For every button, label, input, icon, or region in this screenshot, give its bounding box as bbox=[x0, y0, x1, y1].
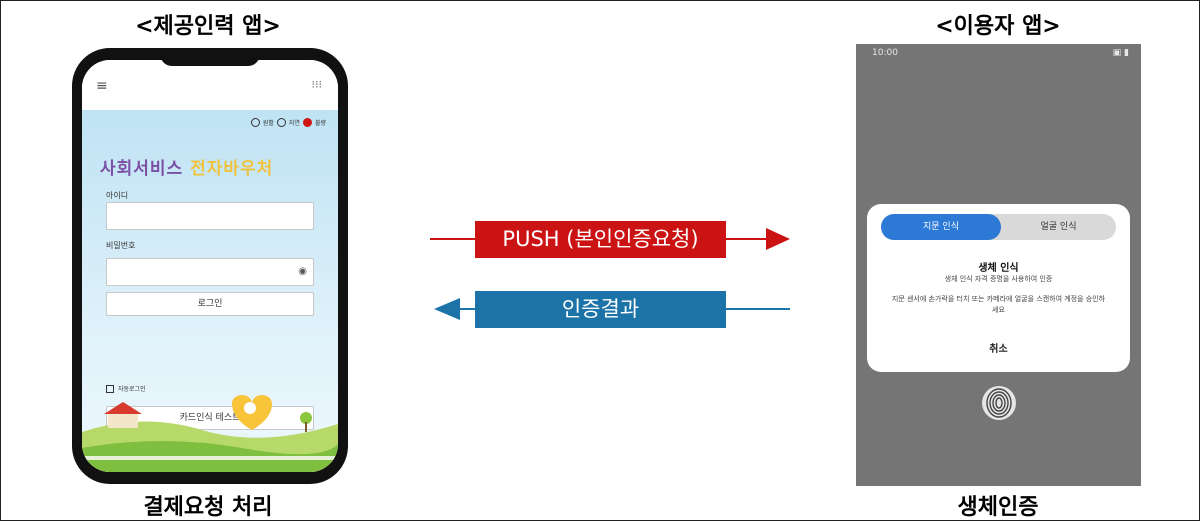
auth-method-tabs: 지문 인식 얼굴 인식 bbox=[881, 214, 1116, 240]
provider-screen: ≡ ⁝⁝⁝ 원활 지연 불량 사회서비스 전자바우처 아이디 비밀번호 ◉ 로그… bbox=[82, 60, 338, 472]
phone-notch bbox=[160, 50, 260, 66]
cancel-button[interactable]: 취소 bbox=[989, 344, 1008, 355]
user-app-caption: <이용자 앱> bbox=[935, 14, 1061, 39]
app-header: ≡ ⁝⁝⁝ bbox=[82, 60, 338, 110]
status-label-bad: 불량 bbox=[314, 120, 326, 127]
push-arrowhead bbox=[766, 228, 790, 250]
app-title-part2: 전자바우처 bbox=[190, 159, 274, 179]
biometric-auth-caption: 생체인증 bbox=[957, 495, 1039, 520]
eye-icon[interactable]: ◉ bbox=[298, 266, 307, 277]
id-input[interactable] bbox=[106, 202, 314, 230]
provider-app-caption: <제공인력 앱> bbox=[135, 14, 281, 39]
dialog-description: 지문 센서에 손가락을 터치 또는 카메라에 얼굴을 스캔하여 계정을 승인하세… bbox=[891, 295, 1106, 314]
login-button[interactable]: 로그인 bbox=[106, 292, 314, 316]
menu-icon[interactable]: ≡ bbox=[96, 78, 108, 94]
network-status: 원활 지연 불량 bbox=[250, 118, 326, 127]
app-title: 사회서비스 전자바우처 bbox=[100, 154, 273, 179]
biometric-dialog: 지문 인식 얼굴 인식 생체 인식 생체 인식 자격 증명을 사용하여 인증 지… bbox=[867, 204, 1130, 372]
status-label-delay: 지연 bbox=[288, 120, 300, 127]
auto-login-checkbox[interactable] bbox=[106, 384, 114, 393]
fingerprint-icon[interactable] bbox=[980, 384, 1018, 422]
id-label: 아이디 bbox=[106, 191, 129, 200]
auth-result-label: 인증결과 bbox=[475, 291, 726, 328]
payment-request-caption: 결제요청 처리 bbox=[143, 495, 273, 520]
app-title-part1: 사회서비스 bbox=[100, 159, 184, 179]
dialog-subtitle: 생체 인식 자격 증명을 사용하여 인증 bbox=[944, 275, 1053, 283]
tab-face[interactable]: 얼굴 인식 bbox=[1040, 222, 1077, 232]
status-dot-good bbox=[250, 118, 260, 127]
result-arrowhead bbox=[434, 298, 460, 320]
push-request-label: PUSH (본인인증요청) bbox=[475, 221, 726, 258]
provider-phone: ≡ ⁝⁝⁝ 원활 지연 불량 사회서비스 전자바우처 아이디 비밀번호 ◉ 로그… bbox=[72, 48, 348, 484]
apps-grid-icon[interactable]: ⁝⁝⁝ bbox=[311, 78, 323, 91]
status-dot-delay bbox=[276, 118, 286, 127]
tab-fingerprint[interactable]: 지문 인식 bbox=[881, 214, 1001, 240]
status-icons: ▣ ▮ bbox=[1112, 48, 1129, 58]
status-label-good: 원활 bbox=[262, 120, 274, 127]
landscape-illustration bbox=[82, 395, 338, 472]
dialog-title: 생체 인식 bbox=[978, 263, 1019, 274]
status-dot-bad bbox=[302, 118, 312, 127]
password-input[interactable]: ◉ bbox=[106, 258, 314, 286]
password-label: 비밀번호 bbox=[106, 241, 136, 250]
auto-login-label: 자동로그인 bbox=[118, 386, 146, 393]
login-area: 원활 지연 불량 사회서비스 전자바우처 아이디 비밀번호 ◉ 로그인 자동로그… bbox=[82, 110, 338, 472]
user-phone-screen: 10:00 ▣ ▮ 지문 인식 얼굴 인식 생체 인식 생체 인식 자격 증명을… bbox=[856, 44, 1141, 486]
auto-login[interactable]: 자동로그인 bbox=[106, 384, 146, 393]
clock-time: 10:00 bbox=[872, 48, 898, 58]
